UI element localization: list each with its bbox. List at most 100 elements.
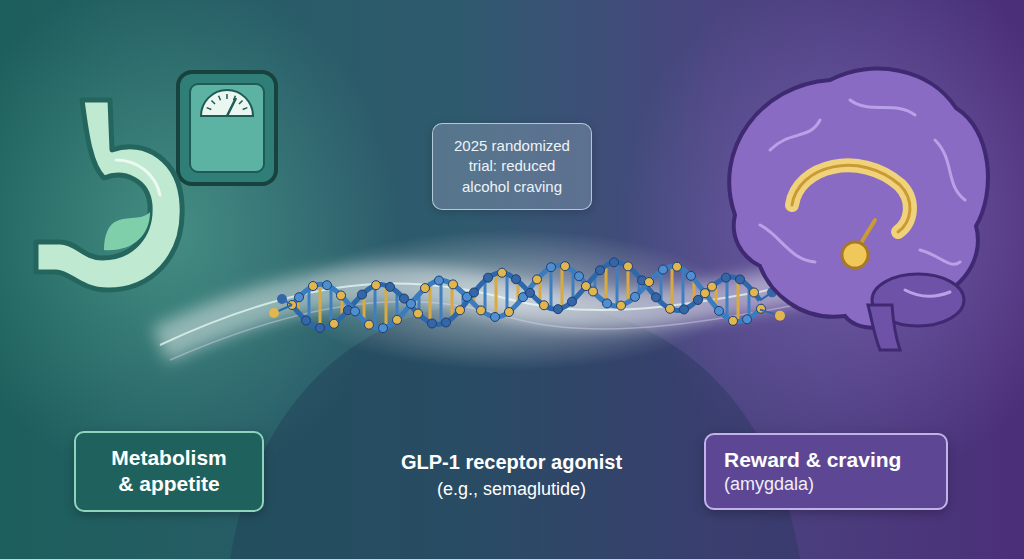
dna-helix	[512, 275, 521, 284]
dna-helix	[645, 278, 654, 287]
dna-helix	[610, 258, 619, 267]
dna-helix	[561, 262, 570, 271]
brain-icon	[792, 165, 910, 232]
scale-icon	[201, 90, 253, 116]
dna-helix	[617, 301, 626, 310]
dna-helix	[374, 286, 377, 328]
brain-icon	[850, 100, 915, 115]
dna-helix	[470, 288, 479, 297]
dna-helix	[627, 266, 630, 302]
scale-icon	[211, 100, 215, 104]
dna-helix	[477, 306, 486, 315]
dna-helix	[495, 273, 498, 317]
brain-icon	[729, 69, 988, 328]
brain-icon	[760, 225, 815, 262]
stomach-icon	[36, 100, 182, 290]
scale-icon	[219, 96, 221, 101]
scale-icon	[243, 108, 248, 110]
dna-helix	[554, 305, 563, 314]
dna-helix	[456, 306, 465, 315]
scale-icon	[178, 72, 276, 184]
dna-helix	[351, 307, 360, 316]
dna-helix	[561, 265, 564, 308]
brain-icon	[842, 242, 868, 268]
dna-helix	[550, 267, 553, 308]
dna-helix	[547, 263, 556, 272]
brain-icon	[770, 120, 820, 150]
dna-helix	[269, 308, 279, 318]
scale-icon	[244, 115, 249, 117]
scale-icon	[207, 108, 212, 110]
dna-helix	[295, 293, 304, 302]
dna-helix	[605, 266, 608, 303]
dna-helix	[302, 316, 311, 325]
brain-icon	[868, 305, 900, 350]
dna-helix	[708, 282, 717, 291]
dna-helix	[435, 276, 444, 285]
dna-helix	[428, 319, 437, 328]
dna-helix	[442, 318, 451, 327]
dna-helix	[319, 284, 322, 328]
dna-helix	[775, 311, 785, 321]
dna-helix	[379, 324, 388, 333]
dna-helix	[671, 266, 674, 309]
dna-helix	[269, 258, 785, 333]
dna-helix	[440, 280, 443, 324]
dna-helix	[316, 323, 325, 332]
scale-icon	[227, 98, 236, 116]
dna-helix	[533, 275, 542, 284]
node-heading: 2025 randomized trial: reduced alcohol c…	[443, 136, 581, 197]
dna-helix	[687, 271, 696, 280]
brain-icon	[920, 250, 960, 264]
brain-icon	[760, 100, 965, 296]
dna-helix	[292, 265, 760, 328]
dna-helix	[682, 269, 685, 310]
drug-example: (e.g., semaglutide)	[437, 479, 586, 500]
dna-helix	[726, 277, 729, 318]
dna-helix	[736, 275, 745, 284]
dna-helix	[603, 299, 612, 308]
dna-helix	[385, 285, 388, 327]
dna-helix	[277, 294, 287, 304]
node-note: (amygdala)	[724, 473, 928, 496]
node-heading: Reward & craving	[724, 447, 928, 473]
process-box: Reward & craving(amygdala)	[704, 433, 948, 510]
dna-helix	[407, 299, 416, 308]
dna-helix	[365, 320, 374, 329]
dna-helix	[737, 278, 740, 321]
dna-helix	[292, 262, 760, 328]
dna-helix	[386, 282, 395, 291]
dna-helix	[743, 315, 752, 324]
scale-icon	[205, 115, 210, 117]
dna-helix	[540, 301, 549, 310]
dna-helix	[694, 295, 703, 304]
light-band	[170, 288, 880, 360]
dna-helix	[596, 266, 605, 275]
dna-helix	[568, 297, 577, 306]
dna-helix	[729, 316, 738, 325]
dna-helix	[624, 262, 633, 271]
dna-helix	[701, 289, 710, 298]
scale-icon	[239, 100, 243, 104]
dna-helix	[421, 284, 430, 293]
dna-helix	[589, 287, 598, 296]
dna-helix	[491, 312, 500, 321]
dna-helix	[358, 290, 367, 299]
dna-helix	[323, 281, 332, 290]
dna-helix	[484, 273, 493, 282]
brain-icon	[792, 165, 910, 232]
dna-helix	[750, 288, 759, 297]
dna-helix	[414, 309, 423, 318]
brain-icon	[905, 290, 950, 296]
dna-helix	[616, 262, 619, 306]
scale-icon	[226, 94, 228, 99]
dna-helix	[722, 273, 731, 282]
dna-helix	[575, 272, 584, 281]
dna-helix	[372, 281, 381, 290]
scale-icon	[190, 84, 264, 172]
dna-helix	[631, 292, 640, 301]
callout-box: 2025 randomized trial: reduced alcohol c…	[432, 123, 592, 210]
dna-helix	[673, 262, 682, 271]
